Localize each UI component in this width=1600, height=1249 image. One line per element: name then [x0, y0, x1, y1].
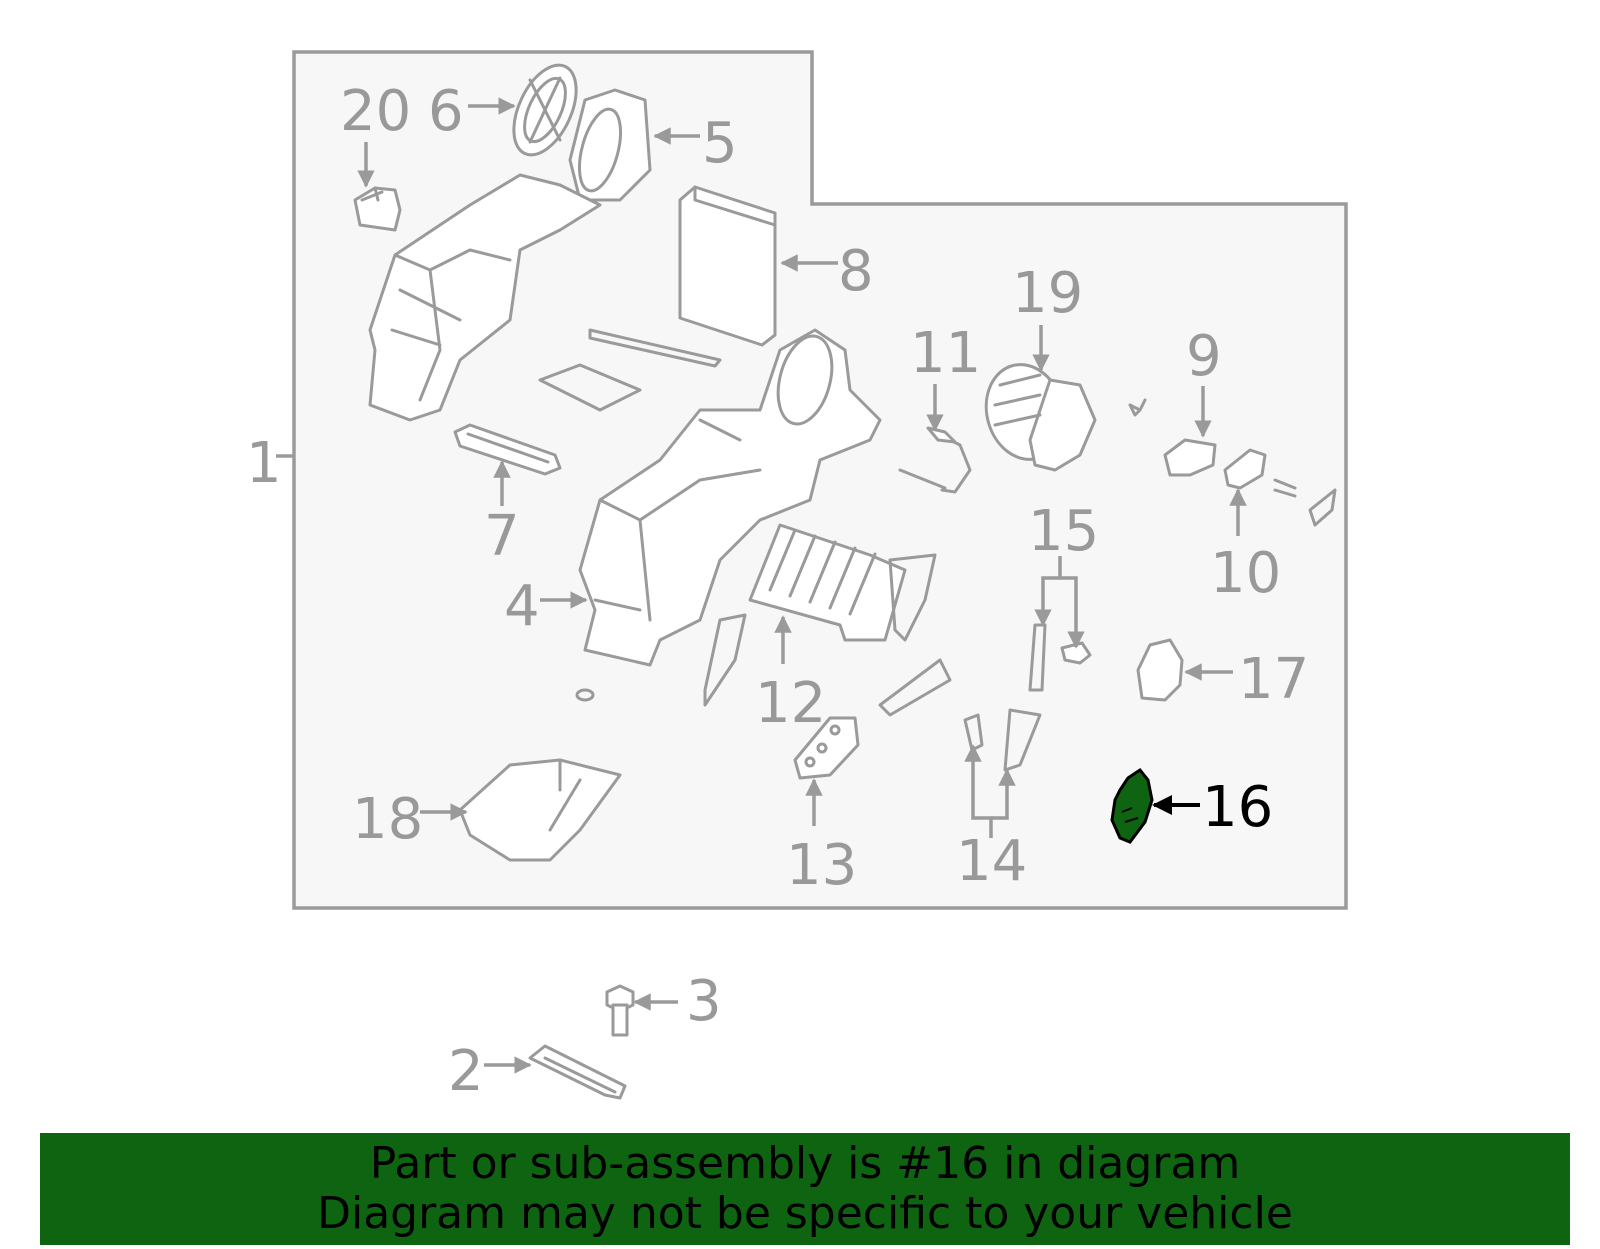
part-17-cover[interactable]	[1136, 638, 1184, 702]
label-15: 15	[1028, 499, 1099, 564]
label-19: 19	[1012, 261, 1083, 326]
part-9-actuator[interactable]	[1163, 438, 1217, 477]
banner-line-1: Part or sub-assembly is #16 in diagram	[369, 1138, 1241, 1189]
part-20-sensor[interactable]	[353, 186, 402, 232]
label-5: 5	[702, 111, 738, 176]
label-1: 1	[246, 431, 282, 496]
label-6: 6	[428, 79, 464, 144]
small-lever	[1308, 488, 1337, 527]
label-4: 4	[504, 574, 540, 639]
label-7: 7	[484, 504, 520, 569]
leader-lines	[357, 97, 1247, 1074]
part-7-filter-seal[interactable]	[453, 423, 562, 476]
small-screw	[1128, 398, 1147, 417]
info-banner: Part or sub-assembly is #16 in diagram D…	[40, 1133, 1570, 1245]
label-10: 10	[1210, 541, 1281, 606]
part-6-blower-wheel[interactable]	[501, 56, 589, 165]
label-8: 8	[838, 239, 874, 304]
label-13: 13	[786, 833, 857, 898]
part-18-module[interactable]	[458, 758, 622, 862]
small-seal-right	[878, 658, 952, 717]
label-16: 16	[1202, 775, 1273, 840]
part-4-upper-case[interactable]	[368, 173, 602, 422]
label-18: 18	[352, 787, 423, 852]
center-strip	[588, 328, 722, 368]
center-bracket	[538, 363, 642, 412]
part-12-seal	[888, 553, 937, 642]
part-19-blower-motor[interactable]	[976, 356, 1097, 472]
part-14-levers[interactable]	[963, 708, 1042, 772]
small-seal-left	[703, 613, 747, 707]
small-pins	[1273, 478, 1297, 498]
label-11: 11	[910, 321, 981, 386]
banner-line-2: Diagram may not be specific to your vehi…	[317, 1188, 1293, 1239]
part-4-main-case[interactable]	[578, 328, 882, 667]
part-8-evaporator[interactable]	[678, 185, 777, 347]
label-9: 9	[1186, 324, 1222, 389]
assembly-outline	[292, 50, 1348, 910]
part-5-blower-housing[interactable]	[568, 88, 652, 202]
label-3: 3	[686, 969, 722, 1034]
label-12: 12	[755, 671, 826, 736]
part-2-bracket[interactable]	[528, 1044, 627, 1100]
part-16-highlighted[interactable]	[1110, 767, 1154, 844]
label-17: 17	[1238, 647, 1309, 712]
label-14: 14	[956, 829, 1027, 894]
part-3-bolt[interactable]	[605, 984, 635, 1037]
part-13-plate[interactable]	[793, 716, 860, 780]
label-2: 2	[448, 1039, 484, 1104]
small-clip	[575, 688, 595, 702]
part-10-actuator[interactable]	[1223, 448, 1267, 490]
part-12-heater-core[interactable]	[748, 523, 907, 642]
label-20: 20	[340, 79, 411, 144]
